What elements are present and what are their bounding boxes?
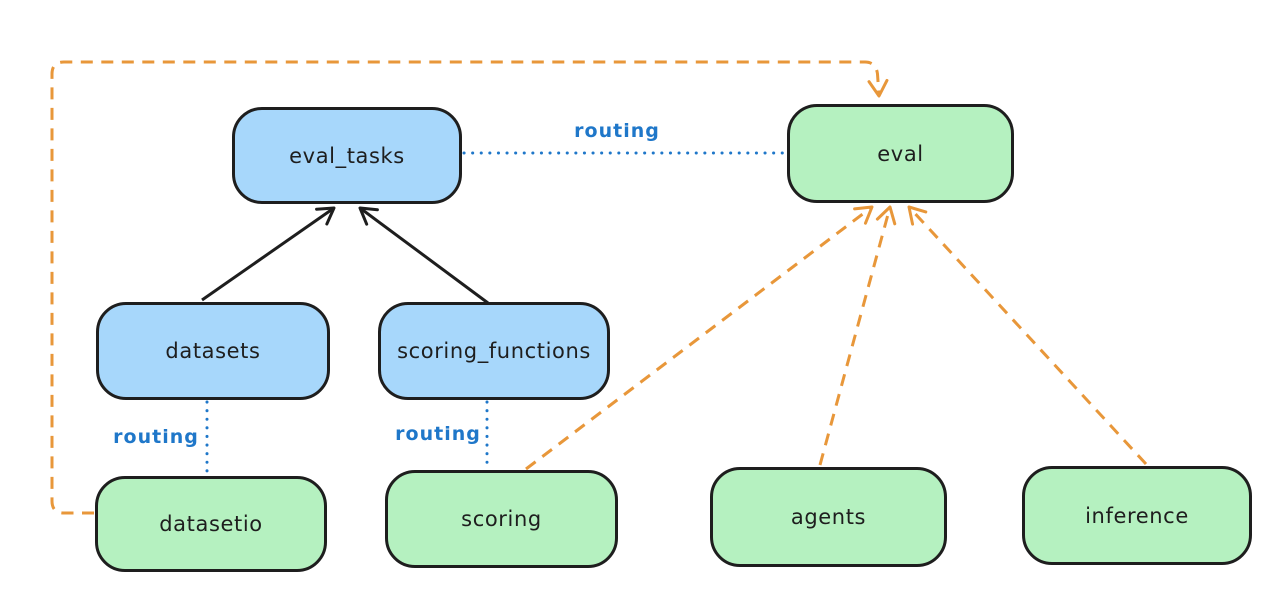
node-agents-label: agents	[790, 505, 867, 529]
routing-label-eval-tasks-eval: routing	[574, 120, 660, 142]
node-eval-tasks-label: eval_tasks	[289, 143, 405, 168]
edge-scoring-functions-to-eval-tasks	[358, 206, 489, 305]
node-datasetio-label: datasetio	[159, 512, 263, 536]
node-scoring-label: scoring	[461, 507, 542, 531]
edge-inference-to-eval	[907, 205, 1148, 466]
routing-label-datasets-datasetio: routing	[113, 426, 199, 448]
node-scoring-functions-label: scoring_functions	[397, 339, 591, 363]
edge-scoring-to-eval	[525, 205, 874, 471]
node-eval-label: eval	[877, 141, 924, 166]
node-scoring-functions: scoring_functions	[378, 302, 610, 400]
node-datasets-label: datasets	[165, 339, 261, 363]
node-datasetio: datasetio	[95, 476, 327, 572]
node-datasets: datasets	[96, 302, 330, 400]
node-agents: agents	[710, 467, 947, 567]
node-inference: inference	[1022, 466, 1252, 565]
edge-agents-to-eval	[818, 205, 897, 466]
edge-datasets-to-eval-tasks	[201, 206, 336, 302]
node-inference-label: inference	[1085, 503, 1189, 528]
node-eval-tasks: eval_tasks	[232, 107, 462, 204]
node-scoring: scoring	[385, 470, 618, 568]
node-eval: eval	[787, 104, 1014, 203]
routing-label-scoring-functions-scoring: routing	[395, 423, 481, 445]
